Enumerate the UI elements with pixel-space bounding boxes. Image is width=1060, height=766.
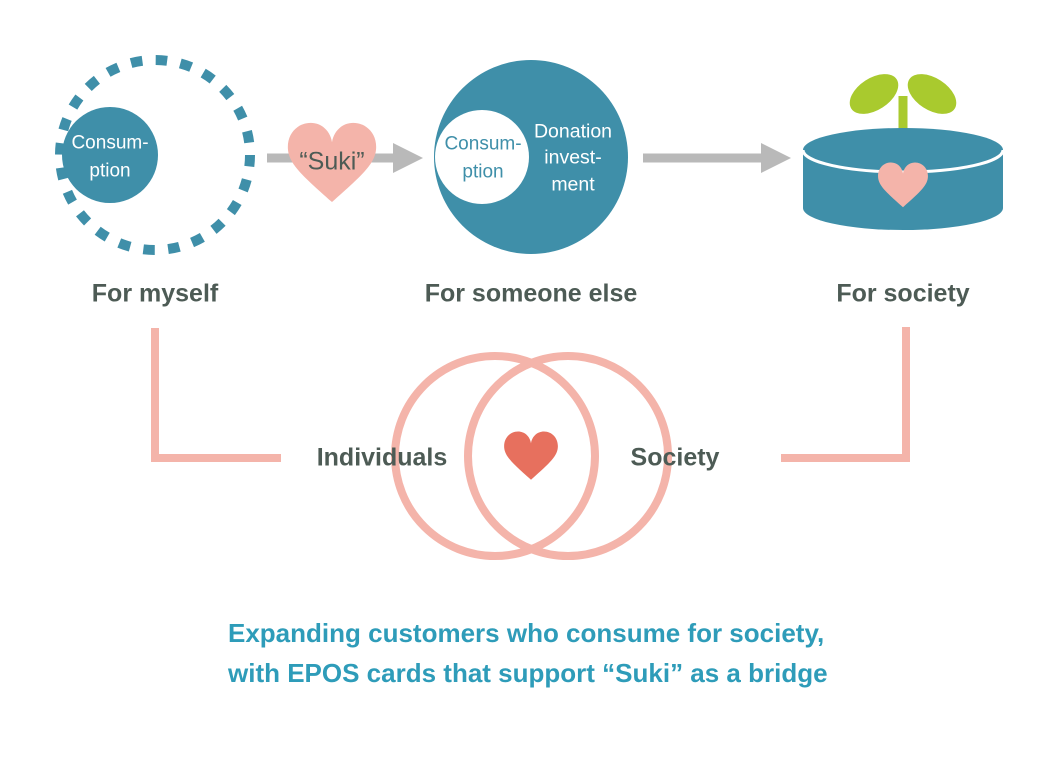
arrow-right-icon (643, 143, 791, 173)
suki-heart-label: “Suki” (299, 147, 365, 176)
venn-label-individuals: Individuals (316, 443, 448, 472)
sprout-icon (849, 74, 899, 114)
heart-icon (878, 162, 928, 208)
right-bracket-connector (781, 327, 910, 462)
venn-circle-society (464, 352, 672, 560)
cylinder-top (803, 128, 1003, 172)
heart-icon (287, 122, 377, 203)
consumption-text-other: Consum- ption (444, 133, 522, 182)
donation-pot (801, 74, 1005, 230)
left-bracket-connector (151, 328, 281, 462)
caption-text: Expanding customers who consume for soci… (228, 618, 828, 688)
dashed-circle-outline (55, 55, 255, 255)
venn-label-society: Society (630, 443, 720, 472)
sprout-icon (907, 74, 957, 114)
consumption-text-self: Consum- ption (71, 132, 149, 181)
label-for-myself: For myself (91, 279, 219, 308)
consumption-circle (62, 107, 158, 203)
consumption-inner-circle (435, 110, 529, 204)
label-for-someone-else: For someone else (424, 279, 638, 308)
donation-circle (434, 60, 628, 254)
heart-icon (504, 431, 558, 480)
venn-circle-individuals (391, 352, 599, 560)
cylinder-rim-line (801, 149, 1005, 174)
label-for-society: For society (836, 279, 970, 308)
donation-investment-text: Donation invest- ment (533, 120, 613, 196)
